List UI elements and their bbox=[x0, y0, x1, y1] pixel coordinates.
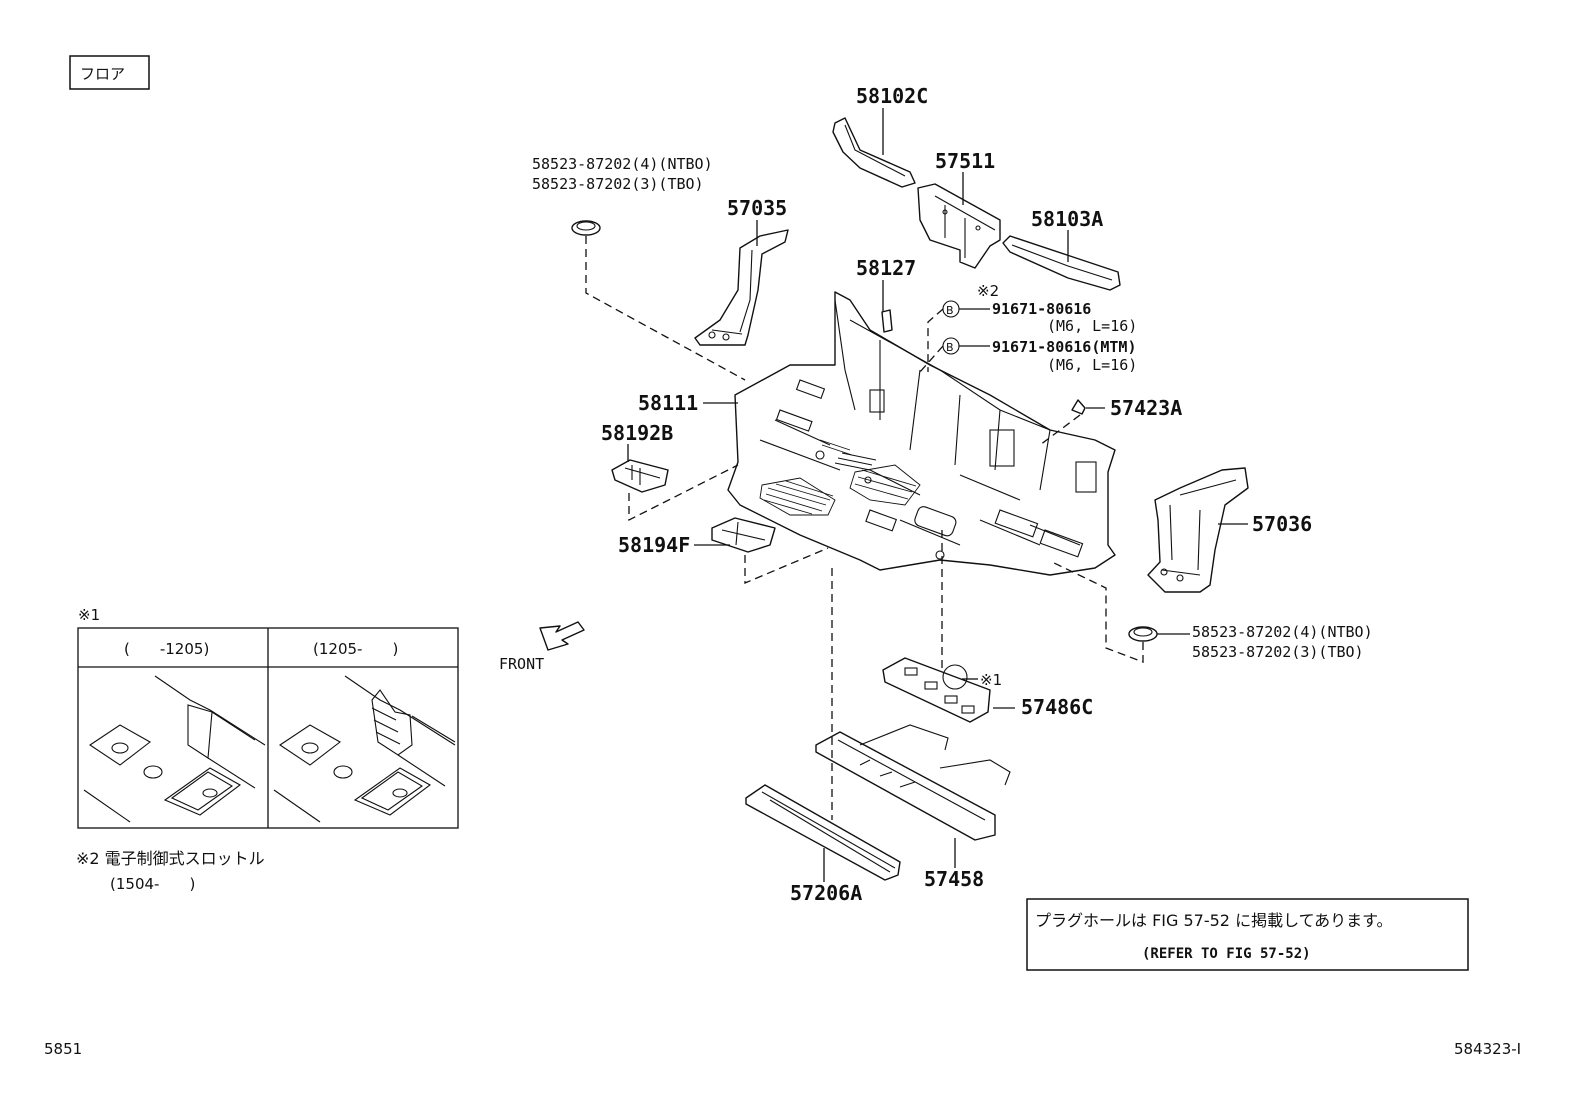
plug-lower-shape bbox=[1128, 626, 1158, 642]
part-58127-shape bbox=[881, 309, 893, 333]
label-57458: 57458 bbox=[924, 867, 984, 891]
bolt1-part-number: 91671-80616 bbox=[992, 300, 1091, 318]
note2-line1: ※2 電子制御式スロットル bbox=[76, 849, 265, 868]
part-58194F-shape bbox=[711, 517, 776, 553]
bolt-note-ref: ※2 bbox=[977, 282, 999, 300]
inset-col-right: (1205- ) bbox=[313, 640, 398, 658]
bolt-marker-2-label: B bbox=[946, 341, 954, 354]
part-58192B-shape bbox=[611, 459, 669, 493]
part-57458-shape bbox=[815, 724, 1011, 841]
part-58102C-shape bbox=[832, 117, 916, 188]
part-57423A-shape bbox=[1071, 399, 1086, 415]
label-57423A: 57423A bbox=[1110, 396, 1182, 420]
part-58111-shape bbox=[727, 291, 1116, 576]
label-58102C: 58102C bbox=[856, 84, 928, 108]
part-57486C-shape bbox=[882, 657, 991, 723]
bolt1-spec: (M6, L=16) bbox=[1047, 317, 1137, 335]
label-58127: 58127 bbox=[856, 256, 916, 280]
refer-notice: プラグホールは FIG 57-52 に掲載してあります。 (REFER TO F… bbox=[1026, 898, 1469, 971]
front-label: FRONT bbox=[499, 655, 544, 673]
dashed-leaders bbox=[585, 236, 1144, 820]
inset-right-illustration bbox=[273, 675, 456, 823]
label-57036: 57036 bbox=[1252, 512, 1312, 536]
section-tag-label: フロア bbox=[80, 65, 125, 83]
part-57035-shape bbox=[694, 229, 789, 346]
plug-upper-line1: 58523-87202(4)(NTBO) bbox=[532, 155, 713, 173]
part-58103A-shape bbox=[1002, 235, 1121, 291]
label-58103A: 58103A bbox=[1031, 207, 1103, 231]
plug-lower-line1: 58523-87202(4)(NTBO) bbox=[1192, 623, 1373, 641]
plug-upper-line2: 58523-87202(3)(TBO) bbox=[532, 175, 704, 193]
bolt2-part-number: 91671-80616(MTM) bbox=[992, 338, 1137, 356]
bolt2-spec: (M6, L=16) bbox=[1047, 356, 1137, 374]
footer-right-code: 584323-I bbox=[1454, 1040, 1521, 1058]
label-57035: 57035 bbox=[727, 196, 787, 220]
front-arrow-icon bbox=[539, 621, 585, 651]
note1-ref-marker: ※1 bbox=[980, 671, 1002, 689]
label-58111: 58111 bbox=[638, 391, 698, 415]
part-57036-shape bbox=[1147, 467, 1249, 593]
label-57206A: 57206A bbox=[790, 881, 862, 905]
bolt-marker-1-label: B bbox=[946, 304, 954, 317]
label-58192B: 58192B bbox=[601, 421, 673, 445]
leader-lines bbox=[627, 108, 1248, 882]
notice-line1: プラグホールは FIG 57-52 に掲載してあります。 bbox=[1035, 911, 1393, 930]
note2-line2: (1504- ) bbox=[110, 875, 195, 893]
plug-lower-line2: 58523-87202(3)(TBO) bbox=[1192, 643, 1364, 661]
footer-left-code: 5851 bbox=[44, 1040, 82, 1058]
inset-title: ※1 bbox=[78, 606, 100, 624]
part-57206A-shape bbox=[745, 784, 901, 881]
label-58194F: 58194F bbox=[618, 533, 690, 557]
inset-note1: ※1 ( -1205) (1205- ) bbox=[77, 606, 459, 829]
inset-left-illustration bbox=[83, 675, 266, 823]
plug-upper-shape bbox=[571, 220, 601, 236]
label-57511: 57511 bbox=[935, 149, 995, 173]
notice-line2: (REFER TO FIG 57-52) bbox=[1142, 946, 1311, 962]
part-57511-shape bbox=[917, 183, 1001, 269]
inset-col-left: ( -1205) bbox=[124, 640, 209, 658]
label-57486C: 57486C bbox=[1021, 695, 1093, 719]
section-tag: フロア bbox=[69, 55, 150, 90]
